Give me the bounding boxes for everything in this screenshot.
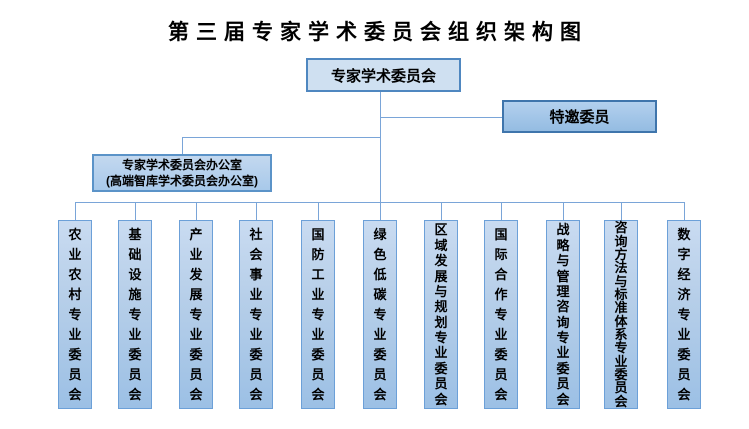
committee-box: 数字经济专业委员会 (667, 220, 701, 409)
connector-bus (75, 202, 684, 203)
root-committee-label: 专家学术委员会 (330, 67, 436, 85)
connector-office-branch-v (182, 137, 183, 154)
committee-box: 农业农村专业委员会 (58, 220, 92, 409)
connector-stub (75, 202, 76, 220)
connector-stub (501, 202, 502, 220)
committee-label: 区域发展与规划专业委员会 (434, 222, 448, 407)
connector-stub (318, 202, 319, 220)
committee-label: 国防工业专业委员会 (311, 227, 325, 402)
committee-label: 绿色低碳专业委员会 (373, 227, 387, 402)
committee-box: 战略与管理咨询专业委员会 (546, 220, 580, 409)
special-member-box: 特邀委员 (502, 100, 657, 133)
connector-stub (684, 202, 685, 220)
committee-label: 数字经济专业委员会 (677, 227, 691, 402)
connector-stub (621, 202, 622, 220)
connector-stub (196, 202, 197, 220)
committee-box: 国际合作专业委员会 (484, 220, 518, 409)
committee-label: 基础设施专业委员会 (128, 227, 142, 402)
connector-stub (380, 202, 381, 220)
connector-stub (256, 202, 257, 220)
connector-stub (135, 202, 136, 220)
committee-box: 产业发展专业委员会 (179, 220, 213, 409)
chart-title: 第三届专家学术委员会组织架构图 (168, 21, 588, 44)
committee-label: 国际合作专业委员会 (494, 227, 508, 402)
connector-office-branch-h (182, 137, 380, 138)
committee-box: 社会事业专业委员会 (239, 220, 273, 409)
connector-stub (441, 202, 442, 220)
office-label-line2: (高端智库学术委员会办公室) (106, 174, 258, 188)
special-member-label: 特邀委员 (549, 109, 610, 126)
committee-label: 战略与管理咨询专业委员会 (556, 222, 570, 407)
office-box: 专家学术委员会办公室 (高端智库学术委员会办公室) (92, 154, 272, 192)
committee-box: 区域发展与规划专业委员会 (424, 220, 458, 409)
committee-box: 基础设施专业委员会 (118, 220, 152, 409)
committee-label: 农业农村专业委员会 (68, 227, 82, 402)
committee-label: 咨询方法与标准体系专业委员会 (614, 220, 628, 409)
committee-label: 产业发展专业委员会 (189, 227, 203, 402)
connector-stub (563, 202, 564, 220)
committee-box: 咨询方法与标准体系专业委员会 (604, 220, 638, 409)
committee-box: 绿色低碳专业委员会 (363, 220, 397, 409)
connector-trunk (380, 92, 381, 202)
root-committee-box: 专家学术委员会 (306, 58, 461, 92)
committee-box: 国防工业专业委员会 (301, 220, 335, 409)
office-label-line1: 专家学术委员会办公室 (121, 157, 242, 172)
committee-label: 社会事业专业委员会 (249, 227, 263, 402)
connector-special-branch (381, 117, 502, 118)
